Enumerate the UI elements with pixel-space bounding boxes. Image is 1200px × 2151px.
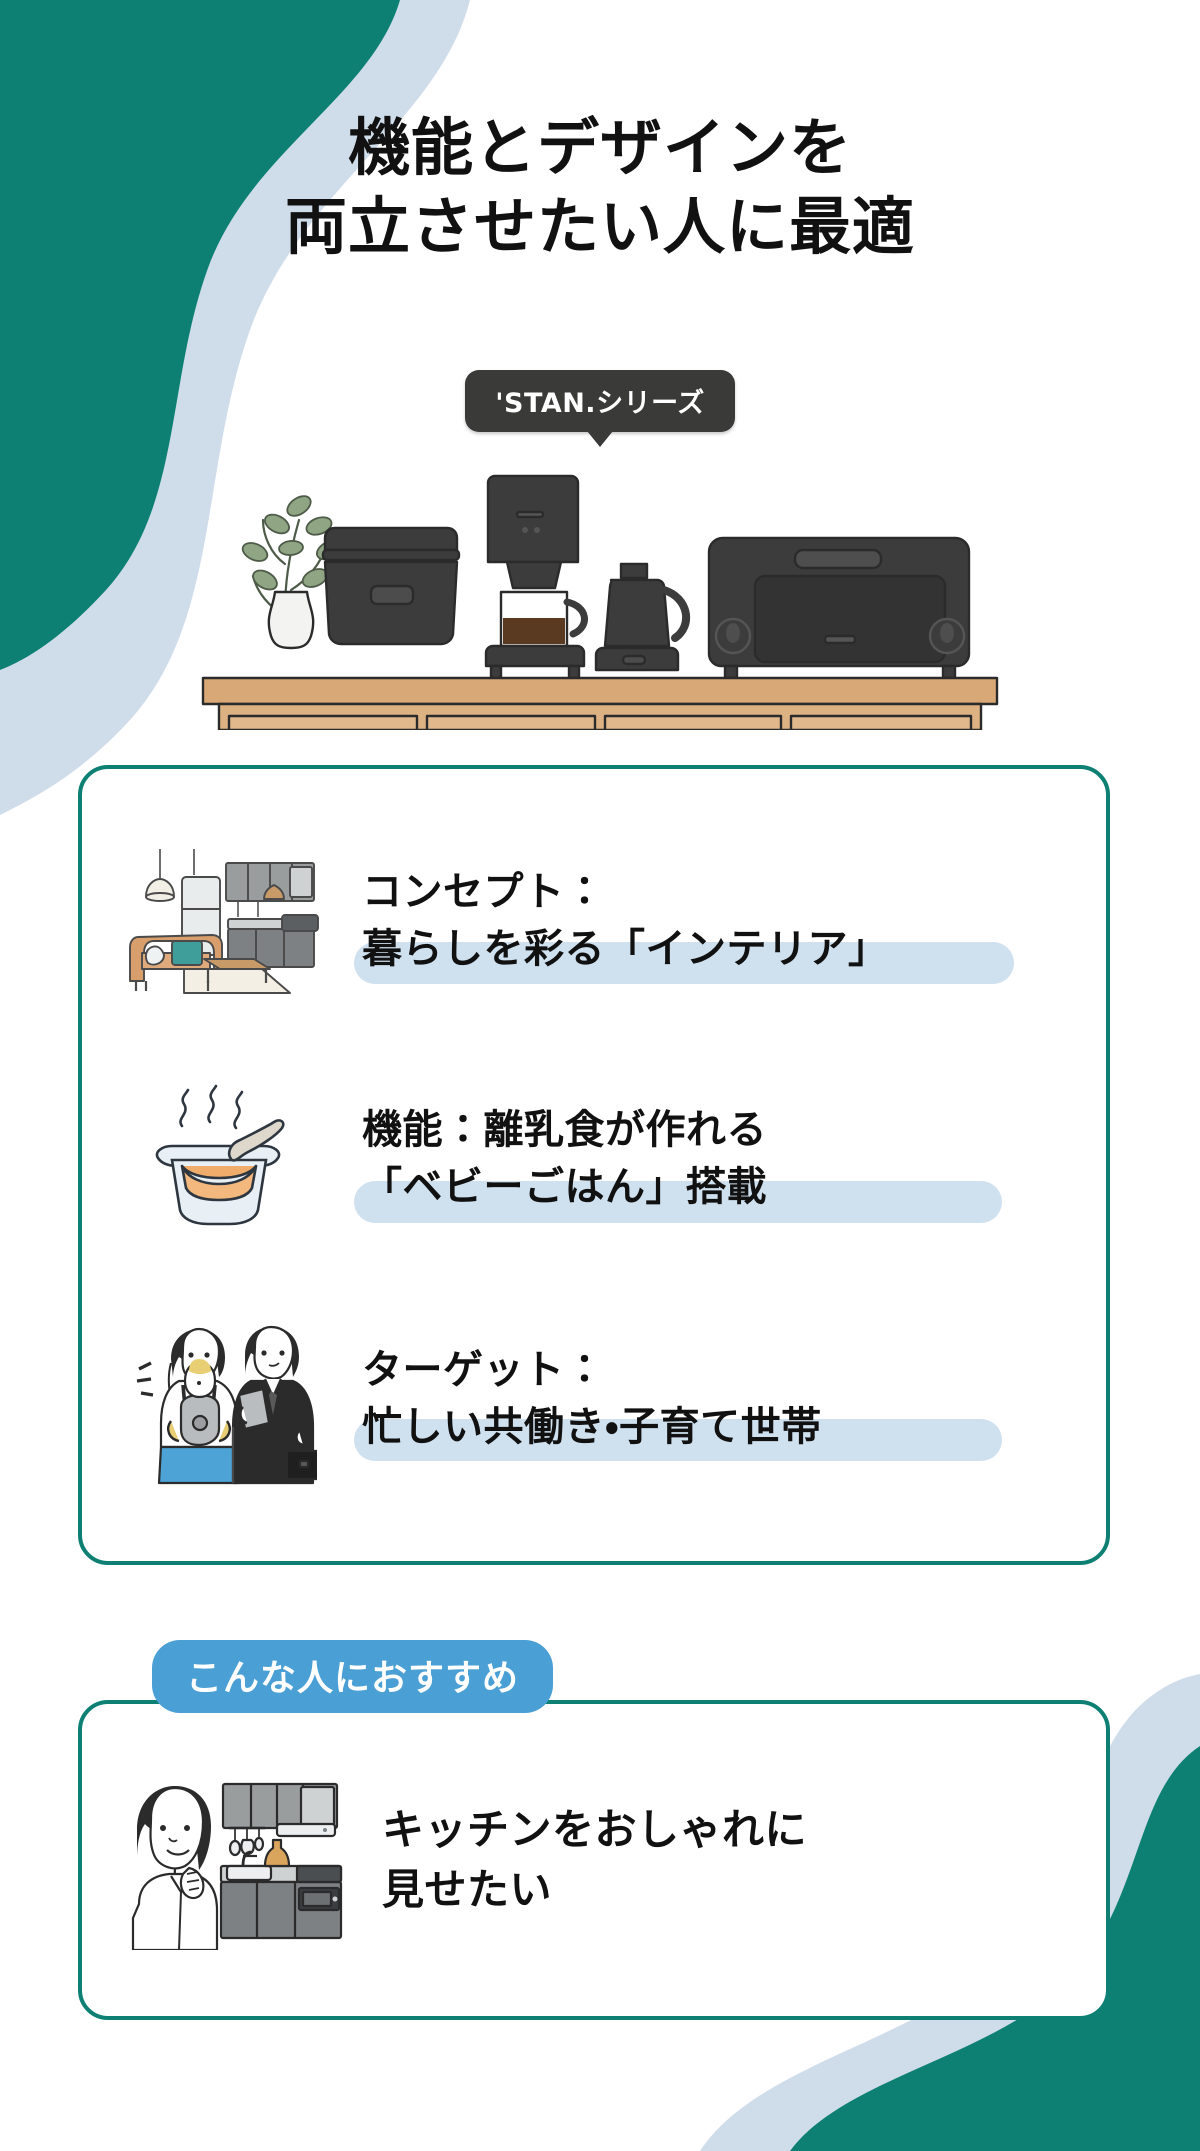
feature-line-2: 「ベビーごはん」搭載 — [362, 1163, 767, 1210]
feature-text: ターゲット： 忙しい共働き・子育て世帯 — [354, 1342, 1106, 1462]
rice-cooker-icon — [321, 526, 461, 646]
electric-kettle-icon — [594, 562, 691, 672]
title-line-2: 両立させたい人に最適 — [284, 190, 915, 264]
living-room-kitchen-icon — [82, 811, 362, 1031]
series-badge-wrap: 'STAN.シリーズ — [0, 370, 1200, 432]
hero-illustration — [195, 440, 1005, 730]
baby-food-bowl-icon — [82, 1051, 362, 1266]
feature-line-2: 暮らしを彩る「インテリア」 — [362, 926, 889, 972]
toaster-oven-icon — [707, 536, 971, 680]
feature-text: コンセプト： 暮らしを彩る「インテリア」 — [354, 864, 1106, 984]
recommend-badge: こんな人におすすめ — [152, 1640, 554, 1713]
working-parents-icon — [82, 1281, 362, 1516]
feature-line-1: 機能：離乳食が作れる — [362, 1106, 767, 1153]
vase — [267, 590, 315, 650]
wood-counter — [201, 676, 999, 730]
series-badge: 'STAN.シリーズ — [465, 370, 735, 432]
features-card: コンセプト： 暮らしを彩る「インテリア」 — [78, 765, 1110, 1565]
text-highlight — [354, 1181, 1002, 1224]
recommend-card-text: キッチンをおしゃれに 見せたい — [382, 1800, 1106, 1919]
recommend-line-1: キッチンをおしゃれに — [382, 1805, 808, 1855]
feature-row: 機能：離乳食が作れる 「ベビーごはん」搭載 — [82, 1051, 1106, 1266]
page-title: 機能とデザインを 両立させたい人に最適 — [0, 108, 1200, 267]
feature-line-2: 忙しい共働き・子育て世帯 — [362, 1403, 822, 1450]
feature-line-1: ターゲット： — [362, 1346, 605, 1393]
feature-text: 機能：離乳食が作れる 「ベビーごはん」搭載 — [354, 1102, 1106, 1224]
woman-thinking-kitchen-icon — [82, 1704, 382, 2016]
feature-row: ターゲット： 忙しい共働き・子育て世帯 — [82, 1281, 1106, 1516]
text-highlight — [354, 941, 1014, 984]
coffee-maker-icon — [484, 474, 588, 680]
recommend-card: キッチンをおしゃれに 見せたい — [78, 1700, 1110, 2020]
recommend-line-2: 見せたい — [382, 1865, 553, 1914]
feature-line-1: コンセプト： — [362, 869, 605, 916]
feature-row: コンセプト： 暮らしを彩る「インテリア」 — [82, 811, 1106, 1031]
title-line-1: 機能とデザインを — [347, 111, 852, 184]
text-highlight — [354, 1419, 1002, 1462]
